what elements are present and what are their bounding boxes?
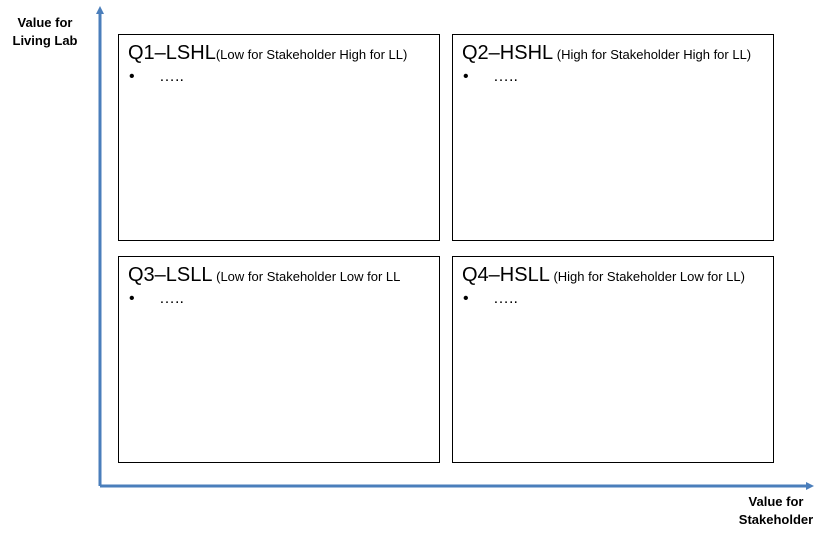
bullet-item: • …..: [462, 288, 773, 310]
quadrant-description: (High for Stakeholder Low for LL): [549, 269, 745, 284]
quadrant-code: Q1–LSHL: [128, 42, 216, 64]
quadrant-description: (High for Stakeholder High for LL): [553, 47, 752, 62]
bullet-text: …..: [159, 68, 184, 85]
quadrant-title: Q1–LSHL(Low for Stakeholder High for LL): [128, 39, 439, 69]
quadrant-title: Q4–HSLL (High for Stakeholder Low for LL…: [462, 261, 773, 291]
y-axis-label: Value for Living Lab: [6, 14, 84, 50]
quadrant-code: Q4–HSLL: [462, 264, 550, 286]
quadrant-description: (Low for Stakeholder High for LL): [215, 47, 408, 62]
y-axis-label-line2: Living Lab: [12, 33, 78, 48]
quadrant-code: Q2–HSHL: [462, 42, 554, 64]
bullet-icon: •: [463, 68, 469, 85]
quadrant-q3: Q3–LSLL (Low for Stakeholder Low for LL …: [118, 256, 440, 463]
quadrant-q1: Q1–LSHL(Low for Stakeholder High for LL)…: [118, 34, 440, 241]
quadrant-description: (Low for Stakeholder Low for LL: [212, 269, 401, 284]
bullet-text: …..: [493, 290, 518, 307]
quadrant-q2: Q2–HSHL (High for Stakeholder High for L…: [452, 34, 774, 241]
quadrant-title: Q3–LSLL (Low for Stakeholder Low for LL: [128, 261, 439, 291]
bullet-text: …..: [159, 290, 184, 307]
bullet-icon: •: [129, 290, 135, 307]
x-axis-label-line1: Value for: [748, 494, 804, 509]
x-axis-label-line2: Stakeholder: [738, 512, 814, 527]
bullet-item: • …..: [128, 288, 439, 310]
bullet-text: …..: [493, 68, 518, 85]
quadrant-title: Q2–HSHL (High for Stakeholder High for L…: [462, 39, 773, 69]
bullet-item: • …..: [462, 66, 773, 88]
y-axis-label-line1: Value for: [17, 15, 73, 30]
bullet-item: • …..: [128, 66, 439, 88]
quadrant-code: Q3–LSLL: [128, 264, 213, 286]
bullet-icon: •: [463, 290, 469, 307]
x-axis-label: Value for Stakeholder: [728, 493, 824, 529]
bullet-icon: •: [129, 68, 135, 85]
quadrant-q4: Q4–HSLL (High for Stakeholder Low for LL…: [452, 256, 774, 463]
